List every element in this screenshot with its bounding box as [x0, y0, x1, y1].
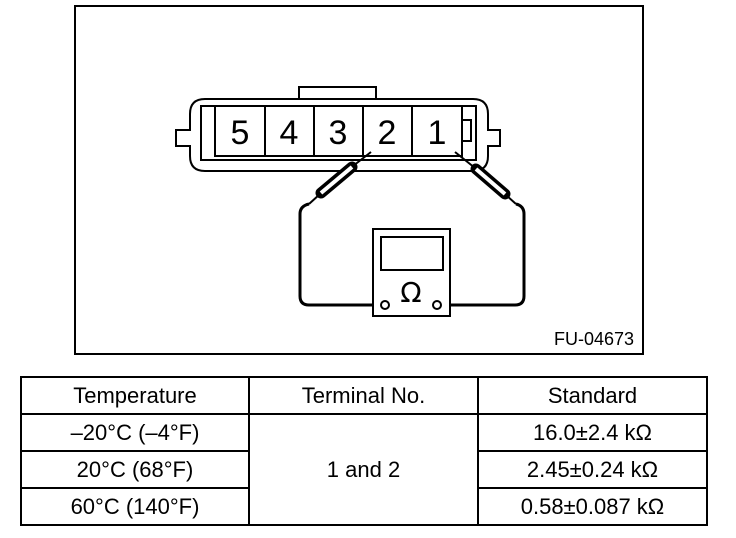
- standard-cell: 16.0±2.4 kΩ: [477, 413, 708, 452]
- table-row: 20°C (68°F) 2.45±0.24 kΩ: [20, 450, 708, 489]
- terminal-no-cell: 1 and 2: [248, 413, 479, 526]
- header-terminal-no: Terminal No.: [248, 376, 479, 415]
- ohmmeter: [372, 228, 451, 317]
- standard-cell: 2.45±0.24 kΩ: [477, 450, 708, 489]
- left-probe: [308, 151, 372, 205]
- terminal-3-label: 3: [329, 114, 348, 152]
- table-row: 60°C (140°F) 0.58±0.087 kΩ: [20, 487, 708, 526]
- temperature-cell: 20°C (68°F): [20, 450, 250, 489]
- temperature-cell: –20°C (–4°F): [20, 413, 250, 452]
- terminal-1-label: 1: [428, 114, 447, 152]
- standard-cell: 0.58±0.087 kΩ: [477, 487, 708, 526]
- diagram-frame: [74, 5, 644, 355]
- terminal-4-label: 4: [280, 114, 299, 152]
- table-header-row: Temperature Terminal No. Standard: [20, 376, 708, 415]
- connector: [175, 86, 501, 172]
- figure-code: FU-04673: [554, 329, 634, 349]
- ohm-symbol: Ω: [400, 276, 421, 309]
- right-lead-wire: [442, 202, 526, 307]
- ohmmeter-terminal-left: [380, 300, 390, 310]
- header-temperature: Temperature: [20, 376, 250, 415]
- terminal-5-label: 5: [231, 114, 250, 152]
- connector-ohmmeter-diagram: 5 4 3 2 1 Ω FU-04673: [74, 5, 644, 355]
- header-standard: Standard: [477, 376, 708, 415]
- ohmmeter-display: [380, 236, 444, 271]
- right-probe: [454, 151, 517, 205]
- resistance-spec-table: Temperature Terminal No. Standard –20°C …: [20, 376, 708, 526]
- temperature-cell: 60°C (140°F): [20, 487, 250, 526]
- left-lead-wire: [298, 202, 380, 307]
- table-row: –20°C (–4°F) 1 and 2 16.0±2.4 kΩ: [20, 413, 708, 526]
- terminal-2-label: 2: [378, 114, 397, 152]
- ohmmeter-terminal-right: [432, 300, 442, 310]
